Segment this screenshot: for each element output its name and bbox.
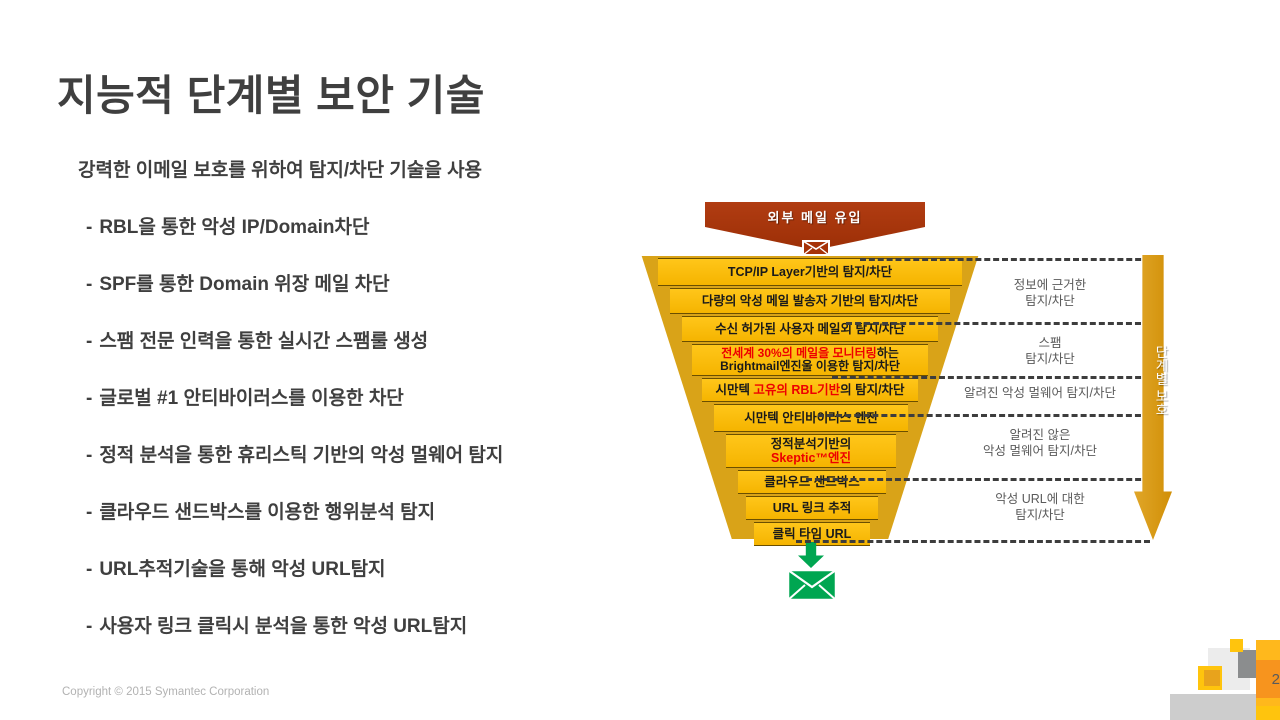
inflow-label: 외부 메일 유입 (767, 210, 863, 225)
annotation-line-2: 악성 멀웨어 탐지/차단 (983, 443, 1097, 458)
bullet-dash: - (86, 445, 93, 466)
annotation-line-1: 스팸 (1038, 336, 1062, 350)
bullet-dash: - (86, 217, 93, 238)
annotation-line-2: 탐지/차단 (1025, 293, 1075, 308)
funnel-row-3: 수신 허가된 사용자 메일외 탐지/차단 (682, 316, 938, 342)
funnel-row-6: 시만텍 안티바이러스 엔진 (714, 404, 908, 432)
funnel-row-label-suffix: 의 탐지/차단 (840, 383, 905, 397)
funnel-row-4: 전세계 30%의 메일을 모니터링하는 Brightmail엔진울 이용한 탐지… (692, 344, 928, 376)
bullet-label: 정적 분석을 통한 휴리스틱 기반의 악성 멀웨어 탐지 (99, 445, 504, 466)
envelope-icon (802, 240, 830, 256)
annotation-line-1: 알려진 않은 (1009, 428, 1071, 442)
separator-line-6 (796, 540, 1150, 543)
annotation-3: 알려진 악성 멀웨어 탐지/차단 (930, 386, 1150, 402)
annotation-1: 정보에 근거한 탐지/차단 (960, 278, 1140, 309)
corner-square-gold-small (1230, 639, 1243, 652)
funnel-row-line-2: Brightmail엔진울 이용한 탐지/차단 (720, 359, 900, 373)
funnel-row-9: URL 링크 추적 (746, 496, 878, 520)
funnel-row-8: 클라우드 샌드박스 (738, 470, 886, 494)
bullet-item-8: -사용자 링크 클릭시 분석을 통한 악성 URL탐지 (78, 611, 658, 638)
bullet-item-5: -정적 분석을 통한 휴리스틱 기반의 악성 멀웨어 탐지 (78, 440, 658, 467)
funnel-row-label: 시만텍 (715, 383, 754, 397)
copyright-text: Copyright © 2015 Symantec Corporation (62, 686, 270, 698)
annotation-line-1: 알려진 악성 멀웨어 탐지/차단 (964, 386, 1116, 400)
funnel-row-line-1: 전세계 30%의 메일을 모니터링하는 (721, 345, 899, 360)
bullet-dash: - (86, 331, 93, 352)
page-title: 지능적 단계별 보안 기술 (57, 72, 485, 119)
bullet-dash: - (86, 274, 93, 295)
stage-protection-label: 단계별 보호 (1153, 345, 1168, 417)
bullet-label: URL추적기술을 통해 악성 URL탐지 (99, 559, 386, 580)
funnel-row-line-1: 시만텍 고유의 RBL기반의 탐지/차단 (715, 383, 904, 397)
bullet-label: 클라우드 샌드박스를 이용한 행위분석 탐지 (99, 502, 436, 523)
bullet-item-6: -클라우드 샌드박스를 이용한 행위분석 탐지 (78, 497, 658, 524)
funnel-row-label: TCP/IP Layer기반의 탐지/차단 (727, 265, 893, 279)
annotation-line-1: 정보에 근거한 (1013, 278, 1087, 292)
separator-line-2 (846, 322, 1150, 325)
page-number-box: 20 (1256, 660, 1280, 698)
funnel-diagram: 외부 메일 유입 TCP/IP Layer기반의 탐지/차단 다량의 악성 메일… (610, 190, 1210, 610)
bullet-label: RBL을 통한 악성 IP/Domain차단 (99, 217, 370, 238)
bullet-item-1: -RBL을 통한 악성 IP/Domain차단 (78, 212, 658, 239)
bullet-item-7: -URL추적기술을 통해 악성 URL탐지 (78, 554, 658, 581)
bullet-item-3: -스팸 전문 인력을 통한 실시간 스팸룰 생성 (78, 326, 658, 353)
funnel-row-label: 클릭 타임 URL (772, 527, 852, 541)
funnel-row-highlight: 전세계 30%의 메일을 모니터링 (721, 345, 877, 360)
bullet-dash: - (86, 388, 93, 409)
funnel-row-1: TCP/IP Layer기반의 탐지/차단 (658, 258, 962, 286)
separator-line-5 (806, 478, 1150, 481)
funnel-row-highlight: 고유의 RBL기반 (753, 383, 841, 397)
corner-square-amber (1204, 670, 1220, 686)
corner-decoration: 20 (1170, 635, 1280, 720)
annotation-4: 알려진 않은 악성 멀웨어 탐지/차단 (940, 428, 1140, 459)
funnel-body: TCP/IP Layer기반의 탐지/차단 다량의 악성 메일 발송자 기반의 … (640, 256, 980, 546)
funnel-row-label: 수신 허가된 사용자 메일외 탐지/차단 (715, 322, 905, 336)
bullet-label: 사용자 링크 클릭시 분석을 통한 악성 URL탐지 (99, 616, 468, 637)
annotation-line-1: 악성 URL에 대한 (995, 492, 1085, 506)
bullet-dash: - (86, 616, 93, 637)
corner-gold-bottom (1256, 706, 1280, 720)
separator-line-4 (818, 414, 1150, 417)
bullet-dash: - (86, 559, 93, 580)
funnel-rows: TCP/IP Layer기반의 탐지/차단 다량의 악성 메일 발송자 기반의 … (640, 256, 980, 546)
annotation-5: 악성 URL에 대한 탐지/차단 (940, 492, 1140, 523)
funnel-row-2: 다량의 악성 메일 발송자 기반의 탐지/차단 (670, 288, 950, 314)
separator-line-3 (832, 376, 1150, 379)
bullet-label: 스팸 전문 인력을 통한 실시간 스팸룰 생성 (99, 331, 429, 352)
funnel-row-label: 하는 (876, 345, 899, 360)
page-number: 20 (1271, 670, 1280, 688)
funnel-row-5: 시만텍 고유의 RBL기반의 탐지/차단 (702, 378, 918, 402)
annotation-line-2: 탐지/차단 (1015, 507, 1065, 522)
funnel-row-line-1: 정적분석기반의 (770, 437, 852, 451)
bullet-list: 강력한 이메일 보호를 위하여 탐지/차단 기술을 사용 -RBL을 통한 악성… (78, 155, 658, 668)
lead-text: 강력한 이메일 보호를 위하여 탐지/차단 기술을 사용 (78, 160, 483, 181)
annotation-2: 스팸 탐지/차단 (960, 336, 1140, 367)
separator-line-1 (860, 258, 1150, 261)
bullet-item-2: -SPF를 통한 Domain 위장 메일 차단 (78, 269, 658, 296)
funnel-row-7: 정적분석기반의 Skeptic™엔진 (726, 434, 896, 468)
bullet-item-4: -글로벌 #1 안티바이러스를 이용한 차단 (78, 383, 658, 410)
funnel-row-label: URL 링크 추적 (772, 501, 852, 515)
bullet-label: 글로벌 #1 안티바이러스를 이용한 차단 (99, 388, 404, 409)
bullet-label: SPF를 통한 Domain 위장 메일 차단 (99, 274, 390, 295)
bullet-dash: - (86, 502, 93, 523)
funnel-row-label: 다량의 악성 메일 발송자 기반의 탐지/차단 (701, 294, 919, 308)
annotation-line-2: 탐지/차단 (1025, 351, 1075, 366)
envelope-icon (786, 568, 838, 602)
funnel-row-line-2: Skeptic™엔진 (771, 451, 851, 465)
